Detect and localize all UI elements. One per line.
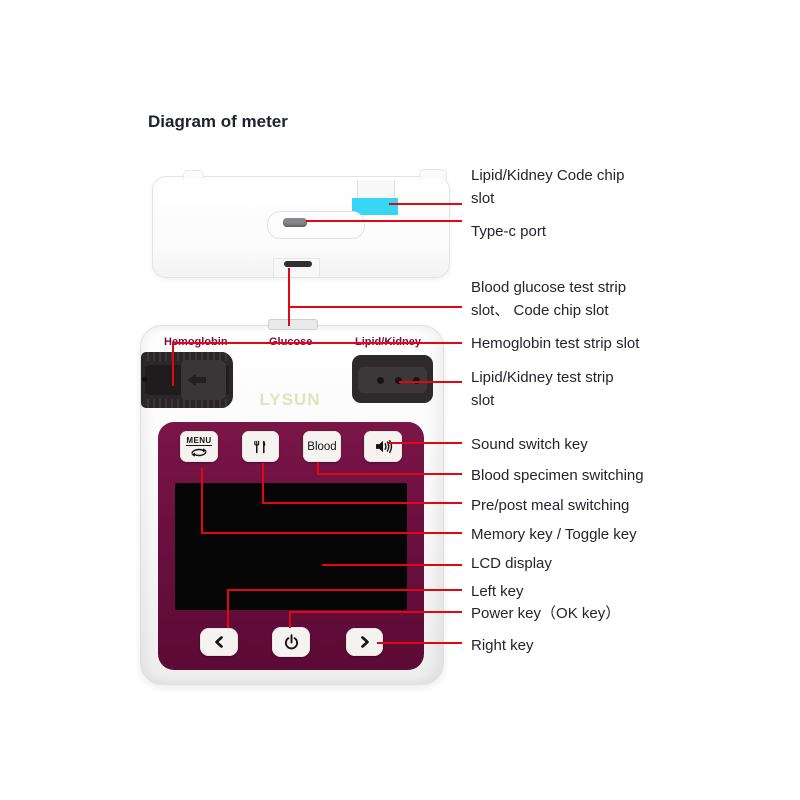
slot-shuttle (181, 360, 226, 400)
slot-inner (358, 367, 427, 393)
callout-line-left-h (227, 589, 462, 591)
blood-button-label: Blood (307, 440, 337, 453)
power-ok-button (272, 627, 310, 657)
callout-line-meal-h (262, 502, 462, 504)
callout-text: Left key (471, 583, 524, 600)
sound-switch-button (364, 431, 402, 462)
callout-right-key: Right key (471, 634, 676, 657)
right-key-button (346, 628, 383, 656)
callout-line-memory-v (201, 468, 203, 534)
page-title: Diagram of meter (148, 112, 288, 131)
callout-line-power-h (289, 611, 462, 613)
callout-line-right (377, 642, 462, 644)
contact-dot-3 (413, 377, 420, 384)
callout-memory-key: Memory key / Toggle key (471, 523, 676, 546)
top-tab-right (419, 169, 447, 179)
fork-knife-icon (253, 439, 268, 455)
callout-lcd-display: LCD display (471, 552, 676, 575)
callout-power-key: Power key（OK key） (471, 602, 676, 625)
callout-text: Hemoglobin test strip slot (471, 335, 640, 352)
callout-text: Lipid/Kidney Code chip (471, 167, 625, 184)
strip-slot-opening (284, 261, 312, 267)
callout-text: LCD display (471, 555, 552, 572)
callout-text: Sound switch key (471, 436, 588, 453)
type-c-port (283, 218, 307, 227)
callout-type-c-port: Type-c port (471, 220, 676, 243)
chevron-right-icon (359, 635, 371, 649)
menu-button-label: MENU (186, 435, 212, 446)
contact-dot-2 (395, 377, 402, 384)
callout-text: Pre/post meal switching (471, 497, 630, 514)
meter-top-view (152, 169, 450, 278)
callout-line-left-v (227, 589, 229, 628)
callout-text: Memory key / Toggle key (471, 526, 637, 543)
callout-text: slot (471, 190, 495, 207)
callout-line-lipid-kidney (399, 381, 462, 383)
speaker-icon (374, 439, 393, 454)
lcd-display (175, 483, 407, 610)
lipid-kidney-test-strip-slot (352, 355, 433, 403)
callout-left-key: Left key (471, 580, 676, 603)
code-chip-notch (357, 180, 395, 198)
callout-line-memory-h (201, 532, 462, 534)
callout-line-strip-slot-v (288, 268, 290, 326)
callout-line-code-chip (389, 203, 462, 205)
chevron-left-icon (213, 635, 225, 649)
callout-line-power-v (289, 611, 291, 628)
callout-line-hemoglobin-v (172, 342, 174, 386)
meal-switch-button (242, 431, 279, 462)
callout-glucose-strip-slot: Blood glucose test strip slot、 Code chip… (471, 276, 676, 322)
callout-text: Right key (471, 637, 534, 654)
callout-line-sound (388, 442, 462, 444)
slot-ribs-top (143, 352, 231, 361)
callout-line-hemoglobin-h (172, 342, 462, 344)
callout-lipid-kidney-slot: Lipid/Kidney test strip slot (471, 366, 676, 412)
callout-meal-switching: Pre/post meal switching (471, 494, 676, 517)
callout-text: Lipid/Kidney test strip (471, 369, 614, 386)
callout-line-strip-slot-h (288, 306, 462, 308)
callout-text: slot、 Code chip slot (471, 302, 609, 319)
callout-text: slot (471, 392, 495, 409)
callout-line-lcd (322, 564, 462, 566)
arrow-left-icon (187, 374, 196, 386)
callout-line-blood-h (317, 473, 462, 475)
menu-toggle-button: MENU (180, 431, 218, 462)
top-tab-left (183, 170, 204, 179)
blood-specimen-button: Blood (303, 431, 341, 462)
brand-logo: LYSUN (259, 390, 321, 409)
slot-pivot-dot (142, 377, 147, 382)
arrow-left-shaft (196, 377, 206, 383)
glucose-strip-slot (268, 319, 318, 330)
power-icon (283, 633, 300, 651)
callout-sound-key: Sound switch key (471, 433, 676, 456)
callout-text: Type-c port (471, 223, 547, 240)
callout-line-meal-v (262, 463, 264, 504)
callout-line-type-c (306, 220, 462, 222)
slot-ribs-bottom (143, 399, 231, 408)
callout-text: Power key（OK key） (471, 605, 621, 622)
contact-dot-1 (377, 377, 384, 384)
callout-hemoglobin-slot: Hemoglobin test strip slot (471, 332, 676, 355)
callout-code-chip-slot: Lipid/Kidney Code chip slot (471, 164, 676, 210)
hemoglobin-test-strip-slot (141, 352, 233, 408)
left-key-button (200, 628, 238, 656)
cycle-arrows-icon (190, 447, 208, 458)
code-chip-slot (352, 198, 398, 215)
callout-text: Blood specimen switching (471, 467, 644, 484)
type-c-recess (267, 211, 365, 239)
callout-line-blood-v (317, 462, 319, 475)
callout-text: Blood glucose test strip (471, 279, 627, 296)
callout-blood-switching: Blood specimen switching (471, 464, 676, 487)
